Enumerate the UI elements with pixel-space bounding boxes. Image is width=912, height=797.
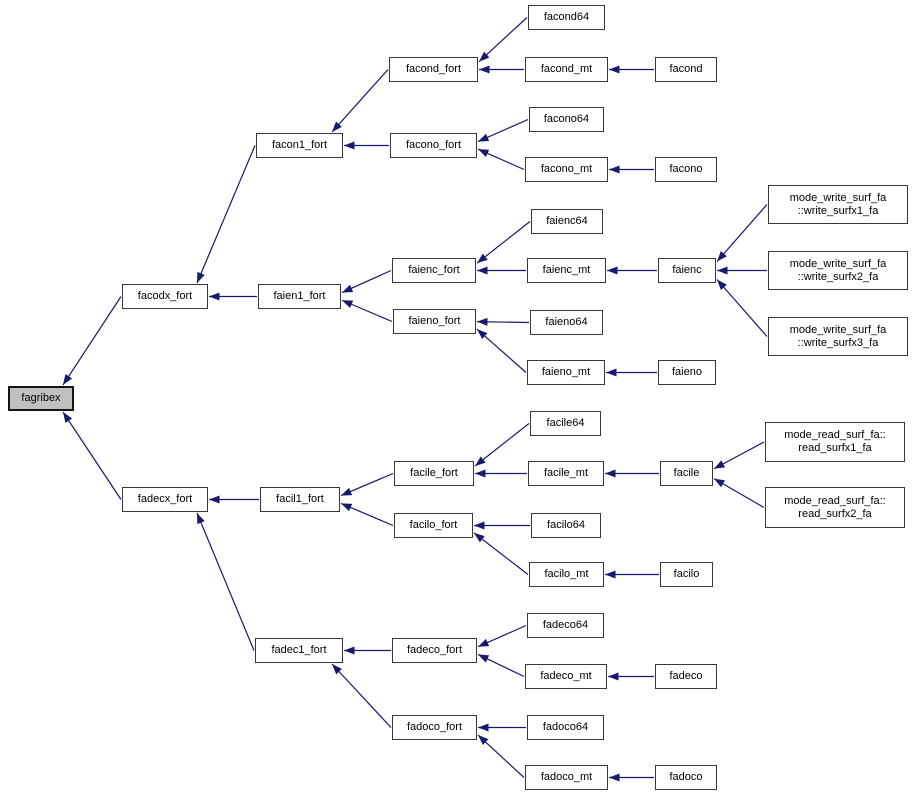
node-write_surfx1[interactable]: mode_write_surf_fa ::write_surfx1_fa — [768, 185, 908, 224]
node-write_surfx2[interactable]: mode_write_surf_fa ::write_surfx2_fa — [768, 251, 908, 290]
node-fadoco64[interactable]: fadoco64 — [527, 715, 604, 740]
edge-facodx_fort-to-fagribex — [62, 296, 122, 386]
edge-facond_fort-to-facon1_fort — [331, 69, 389, 133]
node-faien1_fort[interactable]: faien1_fort — [258, 284, 341, 309]
node-fadoco_mt[interactable]: fadoco_mt — [525, 765, 608, 790]
edge-fadoco_mt-to-fadoco_fort — [477, 734, 525, 778]
node-write_surfx3[interactable]: mode_write_surf_fa ::write_surfx3_fa — [768, 317, 908, 356]
node-fadeco64[interactable]: fadeco64 — [527, 613, 604, 638]
edge-facilo_fort-to-facil1_fort — [340, 502, 394, 527]
node-facono64[interactable]: facono64 — [529, 107, 604, 132]
node-faieno_fort[interactable]: faieno_fort — [393, 309, 476, 334]
node-faieno_mt[interactable]: faieno_mt — [527, 360, 605, 385]
edge-read_surfx1-to-facile — [713, 441, 765, 470]
edge-read_surfx2-to-facile — [713, 478, 765, 509]
node-facile_mt[interactable]: facile_mt — [528, 461, 604, 486]
edge-fadeco_mt-to-fadeco_fort — [477, 653, 525, 678]
node-fadeco[interactable]: fadeco — [655, 664, 717, 689]
node-facile[interactable]: facile — [660, 461, 713, 486]
edge-write_surfx1-to-faienc — [716, 204, 768, 262]
node-fadoco[interactable]: fadoco — [655, 765, 717, 790]
edge-facilo_mt-to-facilo_fort — [473, 532, 529, 575]
node-facil1_fort[interactable]: facil1_fort — [260, 487, 340, 512]
edge-faienc_fort-to-faien1_fort — [341, 269, 392, 294]
node-fadecx_fort[interactable]: fadecx_fort — [122, 487, 208, 512]
edge-facile64-to-facile_fort — [474, 423, 530, 467]
node-facilo64[interactable]: facilo64 — [531, 513, 601, 538]
edge-facon1_fort-to-facodx_fort — [196, 145, 256, 284]
edge-facile_fort-to-facil1_fort — [340, 472, 394, 497]
edge-facond64-to-facond_fort — [478, 17, 528, 63]
node-faienc_fort[interactable]: faienc_fort — [392, 258, 476, 283]
edge-fadecx_fort-to-fagribex — [62, 411, 122, 500]
node-fadeco_fort[interactable]: fadeco_fort — [392, 638, 477, 663]
node-facilo_mt[interactable]: facilo_mt — [529, 562, 604, 587]
node-facono_fort[interactable]: facono_fort — [390, 133, 477, 158]
edge-fadec1_fort-to-fadecx_fort — [196, 512, 255, 651]
edge-faieno_fort-to-faien1_fort — [341, 299, 393, 323]
edge-faieno_mt-to-faieno_fort — [476, 328, 527, 373]
node-facilo_fort[interactable]: facilo_fort — [394, 513, 473, 538]
node-fadec1_fort[interactable]: fadec1_fort — [255, 638, 343, 663]
edge-facono64-to-facono_fort — [477, 118, 529, 143]
node-facon1_fort[interactable]: facon1_fort — [256, 133, 343, 158]
node-read_surfx1[interactable]: mode_read_surf_fa:: read_surfx1_fa — [765, 422, 905, 462]
node-faienc64[interactable]: faienc64 — [531, 209, 603, 234]
node-facono_mt[interactable]: facono_mt — [525, 157, 608, 182]
node-fadoco_fort[interactable]: fadoco_fort — [392, 715, 477, 740]
node-faieno[interactable]: faieno — [658, 360, 716, 385]
node-fagribex: fagribex — [8, 386, 74, 411]
node-facile64[interactable]: facile64 — [530, 411, 601, 436]
edge-lines — [62, 17, 768, 782]
edge-faienc64-to-faienc_fort — [476, 221, 531, 264]
node-facond_mt[interactable]: facond_mt — [525, 57, 608, 82]
node-facilo[interactable]: facilo — [660, 562, 713, 587]
node-faienc_mt[interactable]: faienc_mt — [527, 258, 606, 283]
node-faieno64[interactable]: faieno64 — [530, 310, 603, 335]
node-fadeco_mt[interactable]: fadeco_mt — [525, 664, 607, 689]
node-facodx_fort[interactable]: facodx_fort — [122, 284, 208, 309]
edge-write_surfx3-to-faienc — [716, 279, 768, 337]
node-faienc[interactable]: faienc — [658, 258, 716, 283]
node-facond64[interactable]: facond64 — [528, 5, 605, 30]
edge-facono_mt-to-facono_fort — [477, 148, 525, 171]
node-facono[interactable]: facono — [655, 157, 717, 182]
node-read_surfx2[interactable]: mode_read_surf_fa:: read_surfx2_fa — [765, 487, 905, 528]
node-facile_fort[interactable]: facile_fort — [394, 461, 474, 486]
node-facond_fort[interactable]: facond_fort — [389, 57, 478, 82]
edge-faieno64-to-faieno_fort — [476, 317, 530, 326]
node-facond[interactable]: facond — [655, 57, 717, 82]
edge-fadoco_fort-to-fadec1_fort — [331, 663, 392, 728]
edge-fadeco64-to-fadeco_fort — [477, 624, 527, 648]
